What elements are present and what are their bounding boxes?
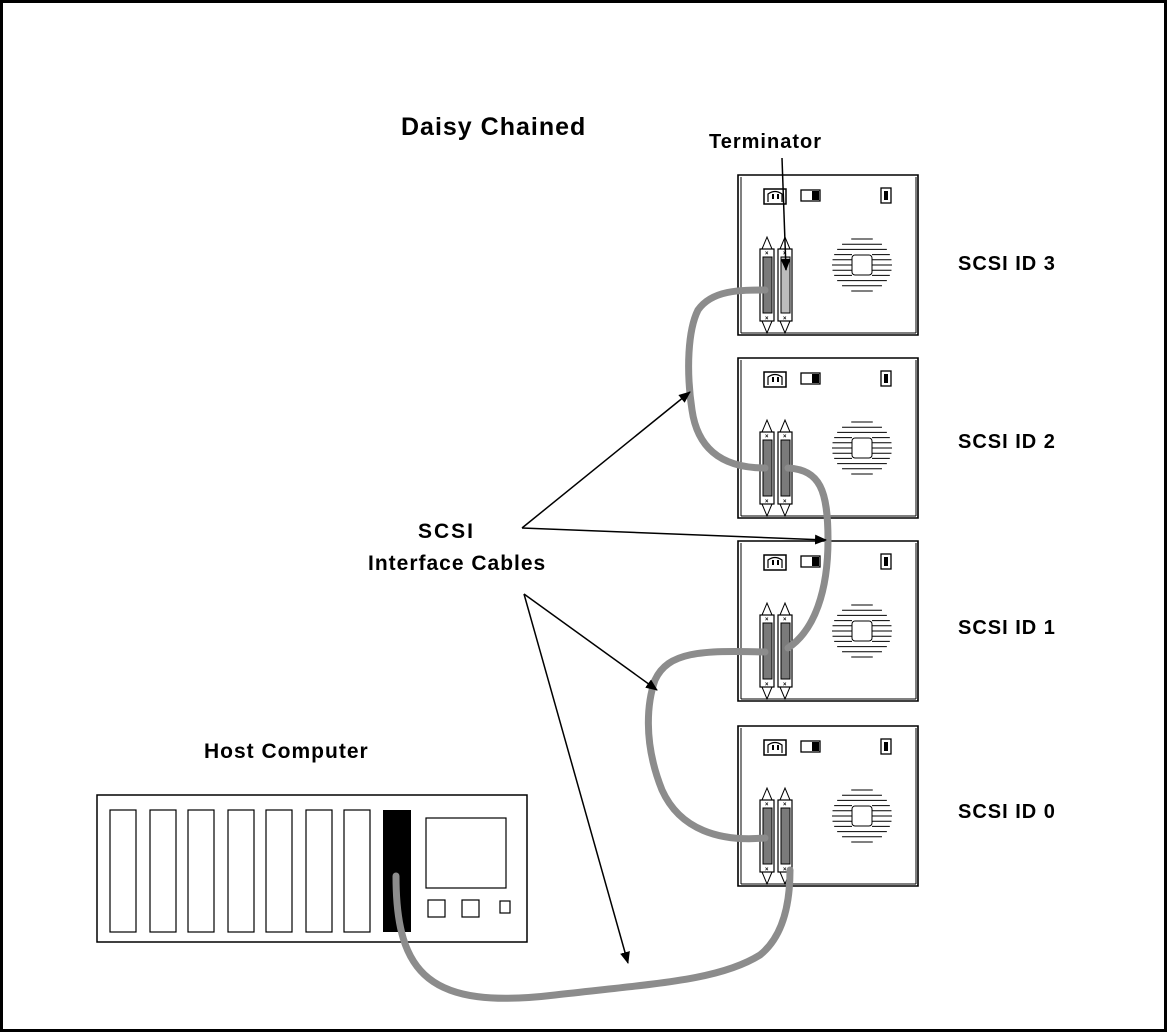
scsi-device-3: ×××× bbox=[737, 174, 919, 336]
expansion-slot bbox=[227, 809, 255, 933]
diagram-title: Daisy Chained bbox=[401, 113, 587, 141]
scsi-connector: ×× bbox=[777, 786, 793, 886]
expansion-slot bbox=[343, 809, 371, 933]
svg-text:×: × bbox=[783, 434, 787, 440]
arrow-to-cable-id2-id3 bbox=[521, 391, 691, 529]
scsi-device-2: × × × × bbox=[737, 357, 919, 519]
device-id-label-1: SCSI ID 1 bbox=[958, 617, 1056, 639]
cable-id1-to-id2 bbox=[784, 464, 832, 652]
device-id-label-3: SCSI ID 3 bbox=[958, 253, 1056, 275]
device-id-label-0: SCSI ID 0 bbox=[958, 801, 1056, 823]
svg-text:×: × bbox=[783, 499, 787, 505]
cables-label-line1: SCSI bbox=[418, 520, 476, 543]
power-switch-icon bbox=[800, 189, 821, 202]
expansion-slot bbox=[149, 809, 177, 933]
host-display-panel bbox=[425, 817, 507, 889]
fan-grille-icon bbox=[832, 604, 892, 658]
scsi-connector: ×× bbox=[759, 235, 775, 335]
fan-grille-icon bbox=[832, 789, 892, 843]
cable-id0-to-id1 bbox=[644, 647, 769, 843]
scsi-device-0: ×××× bbox=[737, 725, 919, 887]
arrow-to-cable-id1-id2 bbox=[521, 527, 827, 545]
expansion-slot bbox=[187, 809, 215, 933]
svg-text:×: × bbox=[783, 617, 787, 623]
svg-text:×: × bbox=[765, 802, 769, 808]
terminator-label: Terminator bbox=[709, 131, 822, 153]
expansion-slot bbox=[265, 809, 293, 933]
power-switch-icon bbox=[800, 555, 821, 568]
pointer-lines bbox=[521, 157, 827, 964]
power-switch-icon bbox=[800, 740, 821, 753]
host-computer bbox=[96, 794, 528, 943]
svg-text:×: × bbox=[765, 617, 769, 623]
expansion-slot bbox=[109, 809, 137, 933]
host-button bbox=[427, 899, 446, 918]
fan-grille-icon bbox=[832, 421, 892, 475]
arrow-to-cable-host-id0 bbox=[523, 593, 630, 964]
svg-text:×: × bbox=[783, 316, 787, 322]
arrow-to-terminator bbox=[780, 157, 791, 271]
svg-text:×: × bbox=[765, 251, 769, 257]
svg-text:×: × bbox=[765, 682, 769, 688]
cable-host-to-id0 bbox=[392, 866, 794, 1002]
scsi-connector: ×× bbox=[777, 601, 793, 701]
svg-text:×: × bbox=[765, 867, 769, 873]
svg-text:×: × bbox=[783, 867, 787, 873]
host-button bbox=[499, 900, 511, 914]
cables-label-line2: Interface Cables bbox=[368, 552, 547, 575]
expansion-slot bbox=[305, 809, 333, 933]
host-computer-label: Host Computer bbox=[204, 740, 369, 763]
svg-text:×: × bbox=[765, 434, 769, 440]
svg-text:×: × bbox=[783, 802, 787, 808]
svg-text:×: × bbox=[765, 499, 769, 505]
host-button bbox=[461, 899, 480, 918]
cable-id2-to-id3 bbox=[685, 286, 769, 472]
device-id-label-2: SCSI ID 2 bbox=[958, 431, 1056, 453]
scsi-cables bbox=[392, 286, 832, 1002]
fan-grille-icon bbox=[832, 238, 892, 292]
arrow-to-cable-id0-id1 bbox=[523, 593, 658, 691]
scsi-device-1: ×××× bbox=[737, 540, 919, 702]
svg-text:×: × bbox=[765, 316, 769, 322]
power-switch-icon bbox=[800, 372, 821, 385]
svg-text:×: × bbox=[783, 682, 787, 688]
